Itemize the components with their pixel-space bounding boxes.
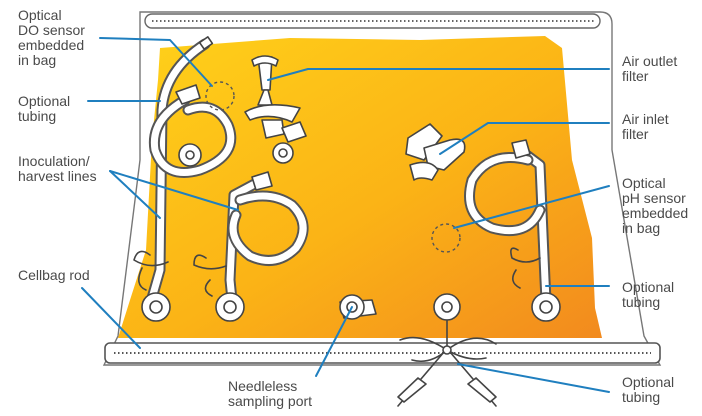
label-line: Needleless [228,378,297,394]
label-line: Inoculation/ [18,153,90,169]
label-line: in bag [622,220,660,236]
label-line: tubing [622,294,660,310]
air-inlet-filter-shape [405,123,466,181]
label-inoculation-lines: Inoculation/harvest lines [18,153,97,184]
label-line: Air outlet [622,53,677,69]
label-line: Optional [18,93,70,109]
leader-optional-tubing-bottom [457,363,610,393]
label-line: sampling port [228,393,312,409]
label-line: pH sensor [622,190,686,206]
label-cellbag-rod: Cellbag rod [18,267,90,283]
label-line: embedded [18,37,84,53]
label-line: filter [622,126,649,142]
bottom-port-tubing [397,293,497,407]
leader-inoculation-2 [109,170,239,211]
leader-lines [81,37,610,393]
leader-air-outlet [267,68,610,81]
label-line: Optical [622,175,666,191]
leader-cellbag-rod [81,287,141,349]
label-line: Cellbag rod [18,267,90,283]
leader-air-inlet [439,122,610,155]
middle-tubing-coil [193,171,309,322]
label-line: Optional [622,279,674,295]
leader-needleless-port [315,306,353,377]
label-line: tubing [622,389,660,405]
left-tubing-coil [133,36,237,322]
leader-ph-sensor [453,185,610,229]
ph-sensor-circle [431,223,461,253]
label-line: in bag [18,52,56,68]
label-line: harvest lines [18,168,97,184]
label-line: Optical [18,7,62,23]
label-line: embedded [622,205,688,221]
air-outlet-filter-shape [244,55,307,164]
bag-liquid [118,36,602,338]
leader-inoculation-1 [109,170,161,219]
do-sensor-circle [205,81,235,111]
label-line: tubing [18,108,56,124]
label-line: Optional [622,374,674,390]
leader-do-sensor [99,37,213,87]
label-line: filter [622,68,649,84]
right-tubing-coil [464,139,561,322]
label-line: Air inlet [622,111,669,127]
label-line: DO sensor [18,22,85,38]
